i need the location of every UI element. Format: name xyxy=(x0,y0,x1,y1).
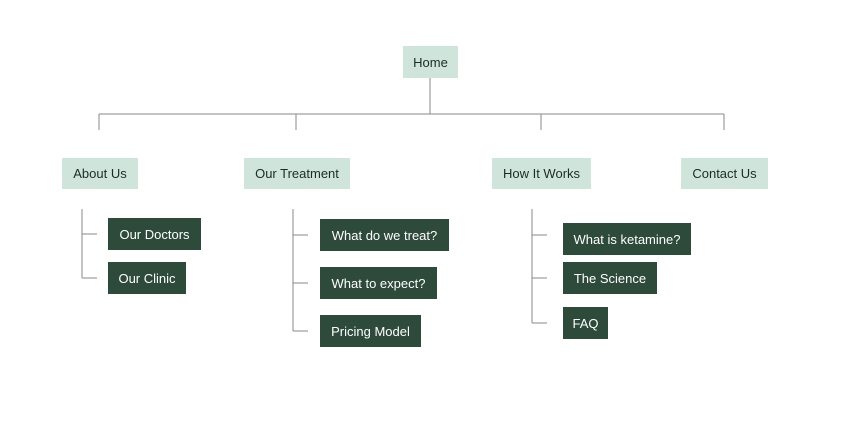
node-pricing-model[interactable]: Pricing Model xyxy=(320,315,421,347)
node-faq[interactable]: FAQ xyxy=(563,307,608,339)
node-what-do-we-treat[interactable]: What do we treat? xyxy=(320,219,449,251)
node-what-to-expect[interactable]: What to expect? xyxy=(320,267,437,299)
node-the-science[interactable]: The Science xyxy=(563,262,657,294)
node-contact-us[interactable]: Contact Us xyxy=(681,158,768,189)
node-what-is-ketamine[interactable]: What is ketamine? xyxy=(563,223,691,255)
node-our-clinic[interactable]: Our Clinic xyxy=(108,262,186,294)
node-about-us[interactable]: About Us xyxy=(62,158,138,189)
node-our-doctors[interactable]: Our Doctors xyxy=(108,218,201,250)
node-how-it-works[interactable]: How It Works xyxy=(492,158,591,189)
node-our-treatment[interactable]: Our Treatment xyxy=(244,158,350,189)
node-home[interactable]: Home xyxy=(403,46,458,78)
